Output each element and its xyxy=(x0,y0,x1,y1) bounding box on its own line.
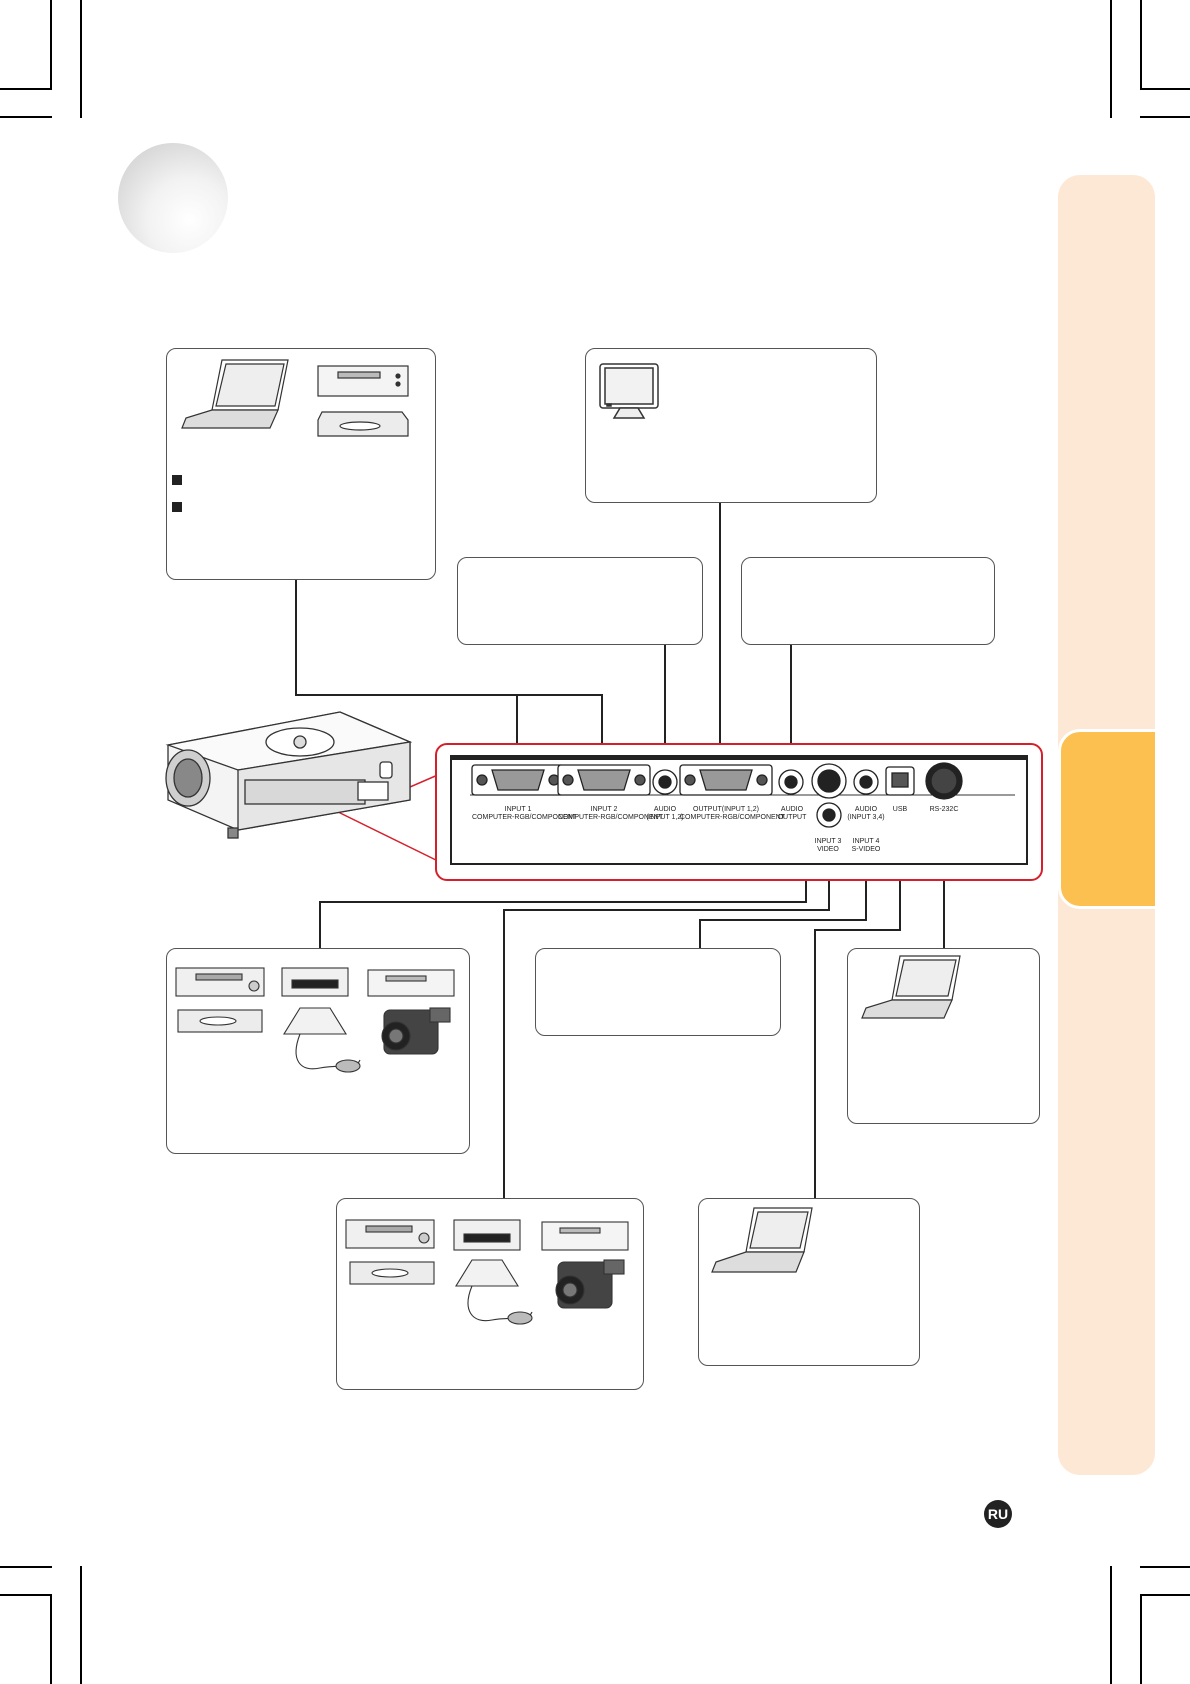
rs232c-label: RS-232C xyxy=(929,806,959,813)
crop-mark xyxy=(0,88,52,90)
crop-mark xyxy=(50,0,52,88)
box-audio-input34 xyxy=(535,948,781,1036)
line-input2 xyxy=(517,694,603,762)
zoom-line-top xyxy=(379,773,441,801)
crop-mark xyxy=(0,1566,52,1568)
crop-mark xyxy=(1140,1566,1190,1568)
zoom-line-bottom xyxy=(329,807,441,863)
line-usb xyxy=(814,843,901,1200)
box-computer-component xyxy=(166,348,436,580)
crop-mark xyxy=(50,1596,52,1684)
crop-mark xyxy=(1140,116,1190,118)
heading-circle xyxy=(118,143,228,253)
crop-mark xyxy=(1110,0,1112,118)
crop-mark xyxy=(80,0,82,118)
box-video-devices xyxy=(166,948,470,1154)
crop-mark xyxy=(1140,88,1190,90)
crop-mark xyxy=(1140,1594,1190,1596)
audio-input34-label: AUDIO(INPUT 3,4) xyxy=(847,806,885,821)
crop-mark xyxy=(1110,1566,1112,1684)
usb-label: USB xyxy=(892,806,908,813)
box-computer-usb xyxy=(698,1198,920,1366)
crop-mark xyxy=(1140,0,1142,88)
crop-mark xyxy=(80,1566,82,1684)
crop-mark xyxy=(0,116,52,118)
output-label: OUTPUT(INPUT 1,2)COMPUTER-RGB/COMPONENT xyxy=(680,806,785,821)
box-computer-rs232c xyxy=(847,948,1040,1124)
section-tab[interactable] xyxy=(1058,729,1158,909)
box-audio-input12 xyxy=(457,557,703,645)
crop-mark xyxy=(0,1594,52,1596)
language-badge: RU xyxy=(984,1500,1012,1528)
crop-mark xyxy=(1140,1596,1142,1684)
box-audio-output xyxy=(741,557,995,645)
box-svideo-devices xyxy=(336,1198,644,1390)
line-audio-in34 xyxy=(699,843,867,948)
line-computer-inputs xyxy=(295,580,518,762)
box-monitor xyxy=(585,348,877,503)
audio-input12-label: AUDIO(INPUT 1,2) xyxy=(646,806,684,821)
